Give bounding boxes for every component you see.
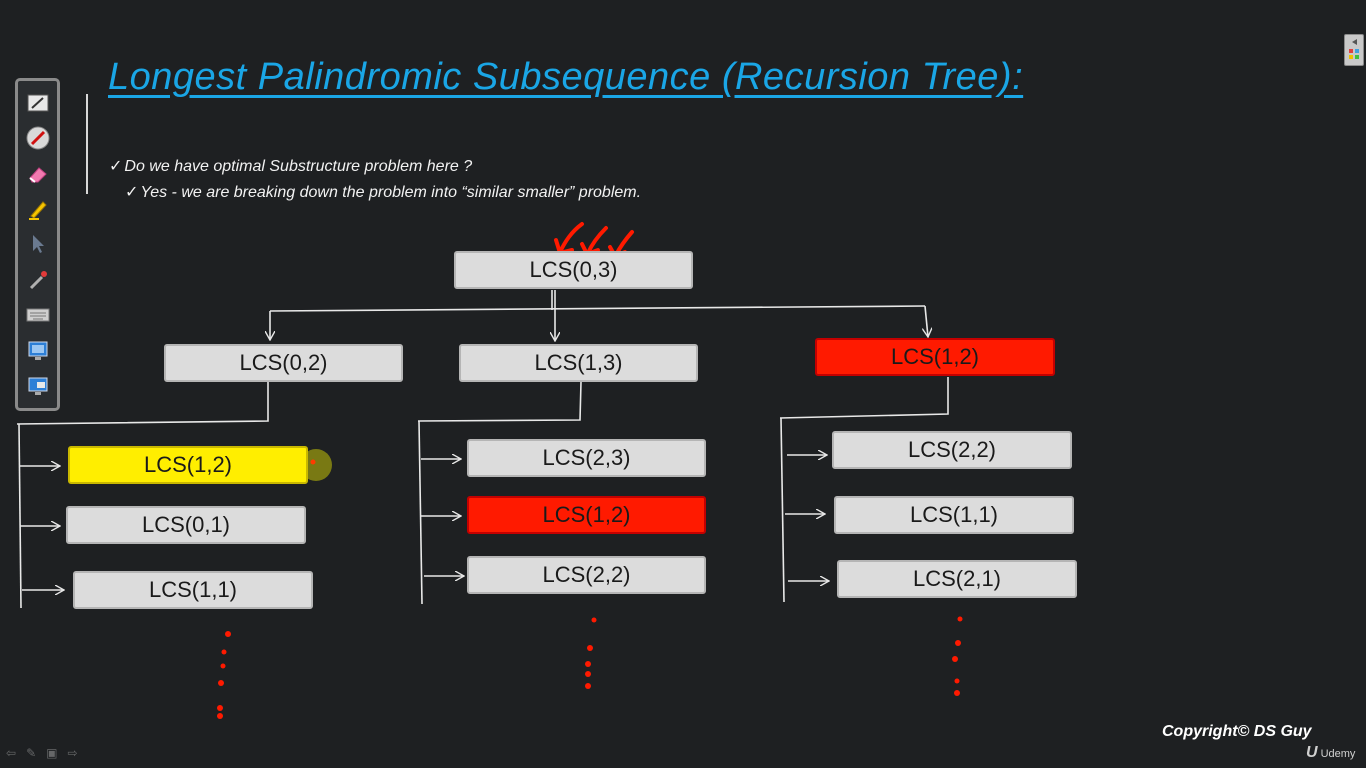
slide-title: Longest Palindromic Subsequence (Recursi… bbox=[108, 56, 1024, 98]
node-l2-middle-1: LCS(2,3) bbox=[467, 439, 706, 477]
node-l2-right-1: LCS(2,2) bbox=[832, 431, 1072, 469]
right-stem bbox=[779, 377, 949, 419]
copyright-text: Copyright© DS Guy bbox=[1162, 723, 1312, 740]
node-l2-right-3: LCS(2,1) bbox=[837, 560, 1077, 598]
cursor-highlight bbox=[300, 449, 332, 481]
bullet-1: ✓Do we have optimal Substructure problem… bbox=[109, 156, 472, 176]
title-divider bbox=[86, 94, 88, 194]
node-root: LCS(0,3) bbox=[454, 251, 693, 289]
pen-nav-icon[interactable]: ✎ bbox=[26, 746, 37, 760]
color-picker-icon[interactable] bbox=[24, 266, 52, 293]
desktop-icon[interactable] bbox=[24, 373, 52, 400]
node-l2-middle-2-repeat: LCS(1,2) bbox=[467, 496, 706, 534]
bullet-2: ✓Yes - we are breaking down the problem … bbox=[125, 182, 641, 202]
node-l2-middle-3: LCS(2,2) bbox=[467, 556, 706, 594]
middle-stem bbox=[417, 381, 582, 422]
bullet-2-text: Yes - we are breaking down the problem i… bbox=[140, 184, 642, 201]
slide-nav: ⇦ ✎ ▣ ⇨ bbox=[6, 746, 78, 760]
node-l2-right-2: LCS(1,1) bbox=[834, 496, 1074, 534]
middle-spine bbox=[418, 420, 423, 605]
prev-arrow-icon[interactable]: ⇦ bbox=[6, 746, 17, 760]
node-l2-left-1-highlight: LCS(1,2) bbox=[68, 446, 308, 484]
left-spine bbox=[18, 423, 22, 609]
udemy-glyph-icon: U bbox=[1306, 744, 1318, 761]
check-mark-icon: ✓ bbox=[125, 184, 139, 201]
continuation-dots-middle bbox=[585, 617, 597, 689]
highlighter-icon[interactable] bbox=[24, 195, 52, 222]
pointer-icon[interactable] bbox=[24, 231, 52, 258]
annotation-toolbar bbox=[15, 78, 60, 411]
side-mini-panel[interactable] bbox=[1344, 34, 1364, 66]
laser-icon[interactable] bbox=[24, 124, 52, 151]
udemy-brand: Udemy bbox=[1320, 748, 1356, 760]
continuation-dots-right bbox=[952, 616, 963, 696]
arrow-to-lcs12 bbox=[925, 305, 928, 337]
node-l2-left-2: LCS(0,1) bbox=[66, 506, 306, 544]
keyboard-icon[interactable] bbox=[24, 302, 52, 329]
pen-icon[interactable] bbox=[24, 89, 52, 116]
node-l2-left-3: LCS(1,1) bbox=[73, 571, 313, 609]
left-stem bbox=[16, 382, 269, 425]
check-mark-icon: ✓ bbox=[109, 158, 123, 175]
screen-icon[interactable] bbox=[24, 337, 52, 364]
node-l1-middle: LCS(1,3) bbox=[459, 344, 698, 382]
right-spine bbox=[780, 417, 785, 603]
continuation-dots-left bbox=[217, 631, 231, 719]
bullet-1-text: Do we have optimal Substructure problem … bbox=[124, 158, 473, 175]
node-l1-right-repeat: LCS(1,2) bbox=[815, 338, 1055, 376]
node-l1-left: LCS(0,2) bbox=[164, 344, 403, 382]
menu-nav-icon[interactable]: ▣ bbox=[46, 746, 58, 760]
next-arrow-icon[interactable]: ⇨ bbox=[67, 746, 78, 760]
eraser-icon[interactable] bbox=[24, 160, 52, 187]
root-branch bbox=[269, 305, 926, 312]
